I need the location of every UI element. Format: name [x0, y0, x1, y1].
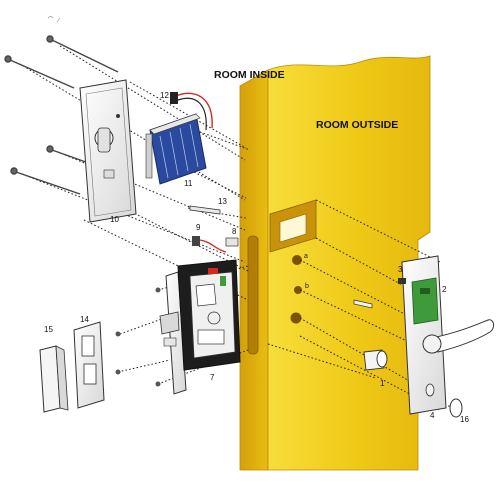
wire-harness — [170, 92, 213, 131]
hole-c — [290, 312, 302, 324]
door-face — [267, 55, 431, 471]
hole-letter-a: a — [304, 253, 308, 260]
spindle — [189, 205, 221, 215]
part-label-8: 8 — [232, 227, 237, 236]
strike-box — [39, 345, 69, 413]
reader-module — [398, 278, 406, 284]
mounting-screws — [4, 35, 119, 195]
hole-letter-b: b — [305, 283, 309, 290]
part-label-16: 16 — [460, 415, 469, 424]
latch-pin — [353, 299, 373, 309]
part-label-9: 9 — [196, 223, 201, 232]
strike-plate — [73, 321, 105, 409]
corner-marks — [47, 16, 61, 23]
connectors — [192, 236, 239, 253]
part-label-14: 14 — [80, 315, 89, 324]
part-label-3: 3 — [398, 265, 403, 274]
cylinder-cap — [449, 398, 463, 418]
room-outside-caption: ROOM OUTSIDE — [316, 119, 398, 131]
door: a b — [239, 55, 431, 471]
key-cylinder — [363, 349, 388, 371]
part-label-15: 15 — [44, 325, 53, 334]
part-label-10: 10 — [110, 215, 119, 224]
hole-a — [292, 255, 302, 265]
part-label-11: 11 — [184, 179, 193, 188]
card-reader-board — [411, 277, 439, 325]
mortise-slot — [247, 235, 259, 355]
part-label-4: 4 — [430, 411, 435, 420]
battery-box — [145, 113, 207, 185]
inside-back-plate — [79, 79, 137, 223]
mortise-lock-body — [159, 259, 241, 395]
outside-handle-plate — [401, 255, 495, 415]
part-label-2: 2 — [442, 285, 447, 294]
room-inside-caption: ROOM INSIDE — [214, 69, 285, 81]
strike-screws — [115, 287, 161, 387]
part-label-1: 1 — [380, 379, 385, 388]
part-label-7: 7 — [210, 373, 215, 382]
part-label-13: 13 — [218, 197, 227, 206]
part-label-12: 12 — [160, 91, 169, 100]
hole-b — [294, 286, 302, 294]
